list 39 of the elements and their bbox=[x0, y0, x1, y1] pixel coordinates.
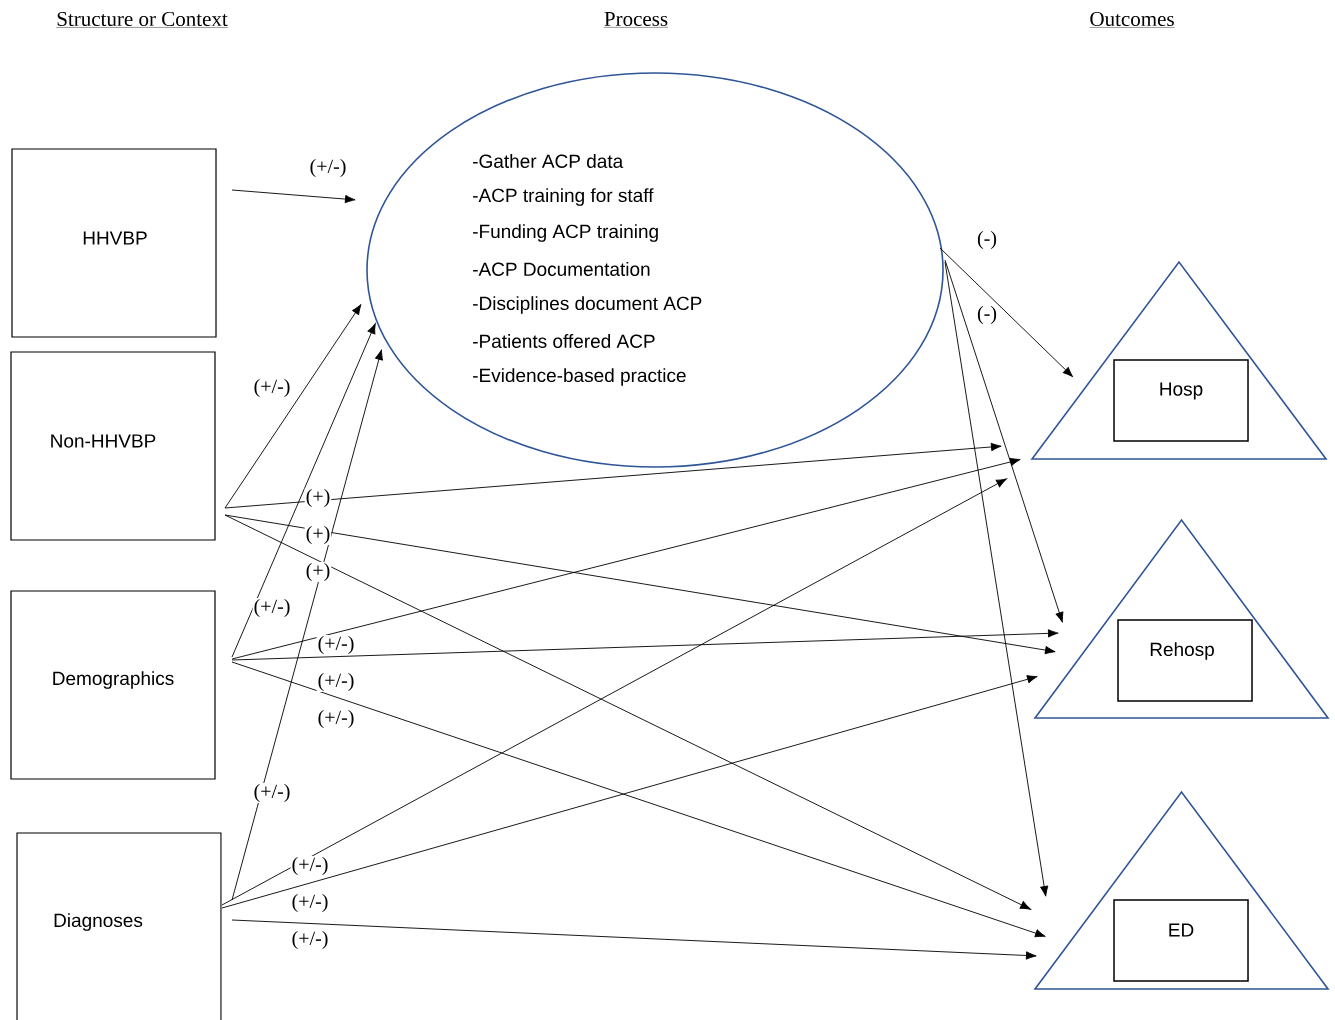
arrow bbox=[231, 189, 356, 204]
edge-label: (+/-) bbox=[316, 634, 356, 656]
arrow bbox=[221, 675, 1038, 909]
arrow bbox=[224, 304, 362, 509]
factor-box: Diagnoses bbox=[16, 832, 222, 1020]
factor-box: HHVBP bbox=[11, 148, 217, 338]
outcome-box: ED bbox=[1113, 899, 1249, 982]
edge-label: (-) bbox=[976, 229, 998, 251]
edge-label: (+) bbox=[304, 561, 332, 583]
edge-label: (+/-) bbox=[252, 597, 292, 619]
arrow bbox=[939, 247, 1074, 378]
edge-label: (+/-) bbox=[308, 157, 348, 179]
edge-label: (+/-) bbox=[290, 855, 330, 877]
edge-label: (+/-) bbox=[316, 671, 356, 693]
outcome-box: Hosp bbox=[1113, 359, 1249, 442]
arrow bbox=[231, 323, 376, 658]
arrow bbox=[224, 514, 1056, 655]
edge-label: (+/-) bbox=[290, 929, 330, 951]
edge-label: (+/-) bbox=[252, 782, 292, 804]
edge-label: (+/-) bbox=[252, 377, 292, 399]
arrow bbox=[231, 349, 383, 901]
arrow bbox=[231, 661, 1046, 938]
column-heading: Structure or Context bbox=[56, 11, 228, 28]
arrow bbox=[944, 259, 1064, 623]
edge-label: (+/-) bbox=[316, 708, 356, 730]
arrow bbox=[224, 442, 1002, 509]
column-heading: Process bbox=[603, 12, 669, 28]
arrow bbox=[231, 629, 1059, 661]
edge-label: (+/-) bbox=[290, 892, 330, 914]
edge-label: (+) bbox=[304, 524, 332, 546]
arrow bbox=[944, 261, 1049, 897]
edge-label: (+) bbox=[304, 487, 332, 509]
edge-label: (-) bbox=[976, 304, 998, 326]
arrow bbox=[231, 919, 1037, 960]
column-heading: Outcomes bbox=[1089, 11, 1175, 28]
arrow bbox=[231, 457, 1021, 660]
outcome-box: Rehosp bbox=[1117, 619, 1253, 702]
factor-box: Non-HHVBP bbox=[10, 351, 216, 541]
factor-box: Demographics bbox=[10, 590, 216, 780]
